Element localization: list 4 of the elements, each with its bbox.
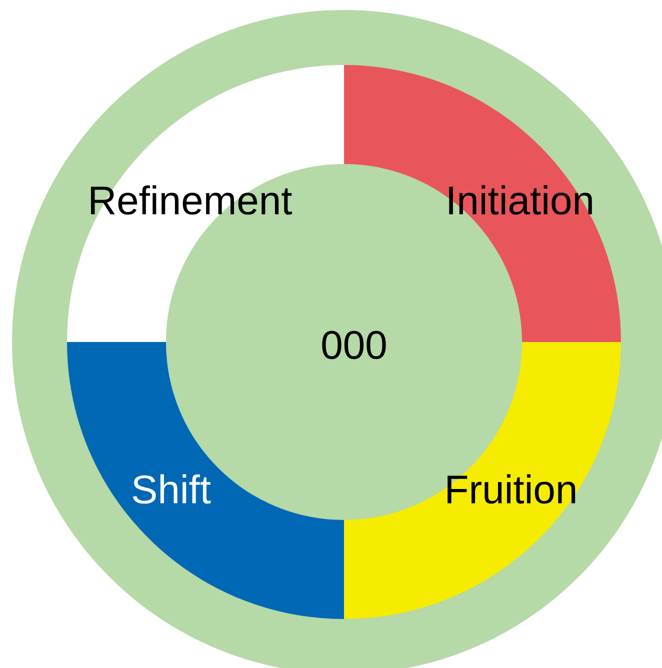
center-label: 000 xyxy=(322,330,386,360)
segment-label: Refinement xyxy=(91,185,292,215)
segment-label: Fruition xyxy=(448,474,576,504)
segment-label: Shift xyxy=(132,474,211,504)
